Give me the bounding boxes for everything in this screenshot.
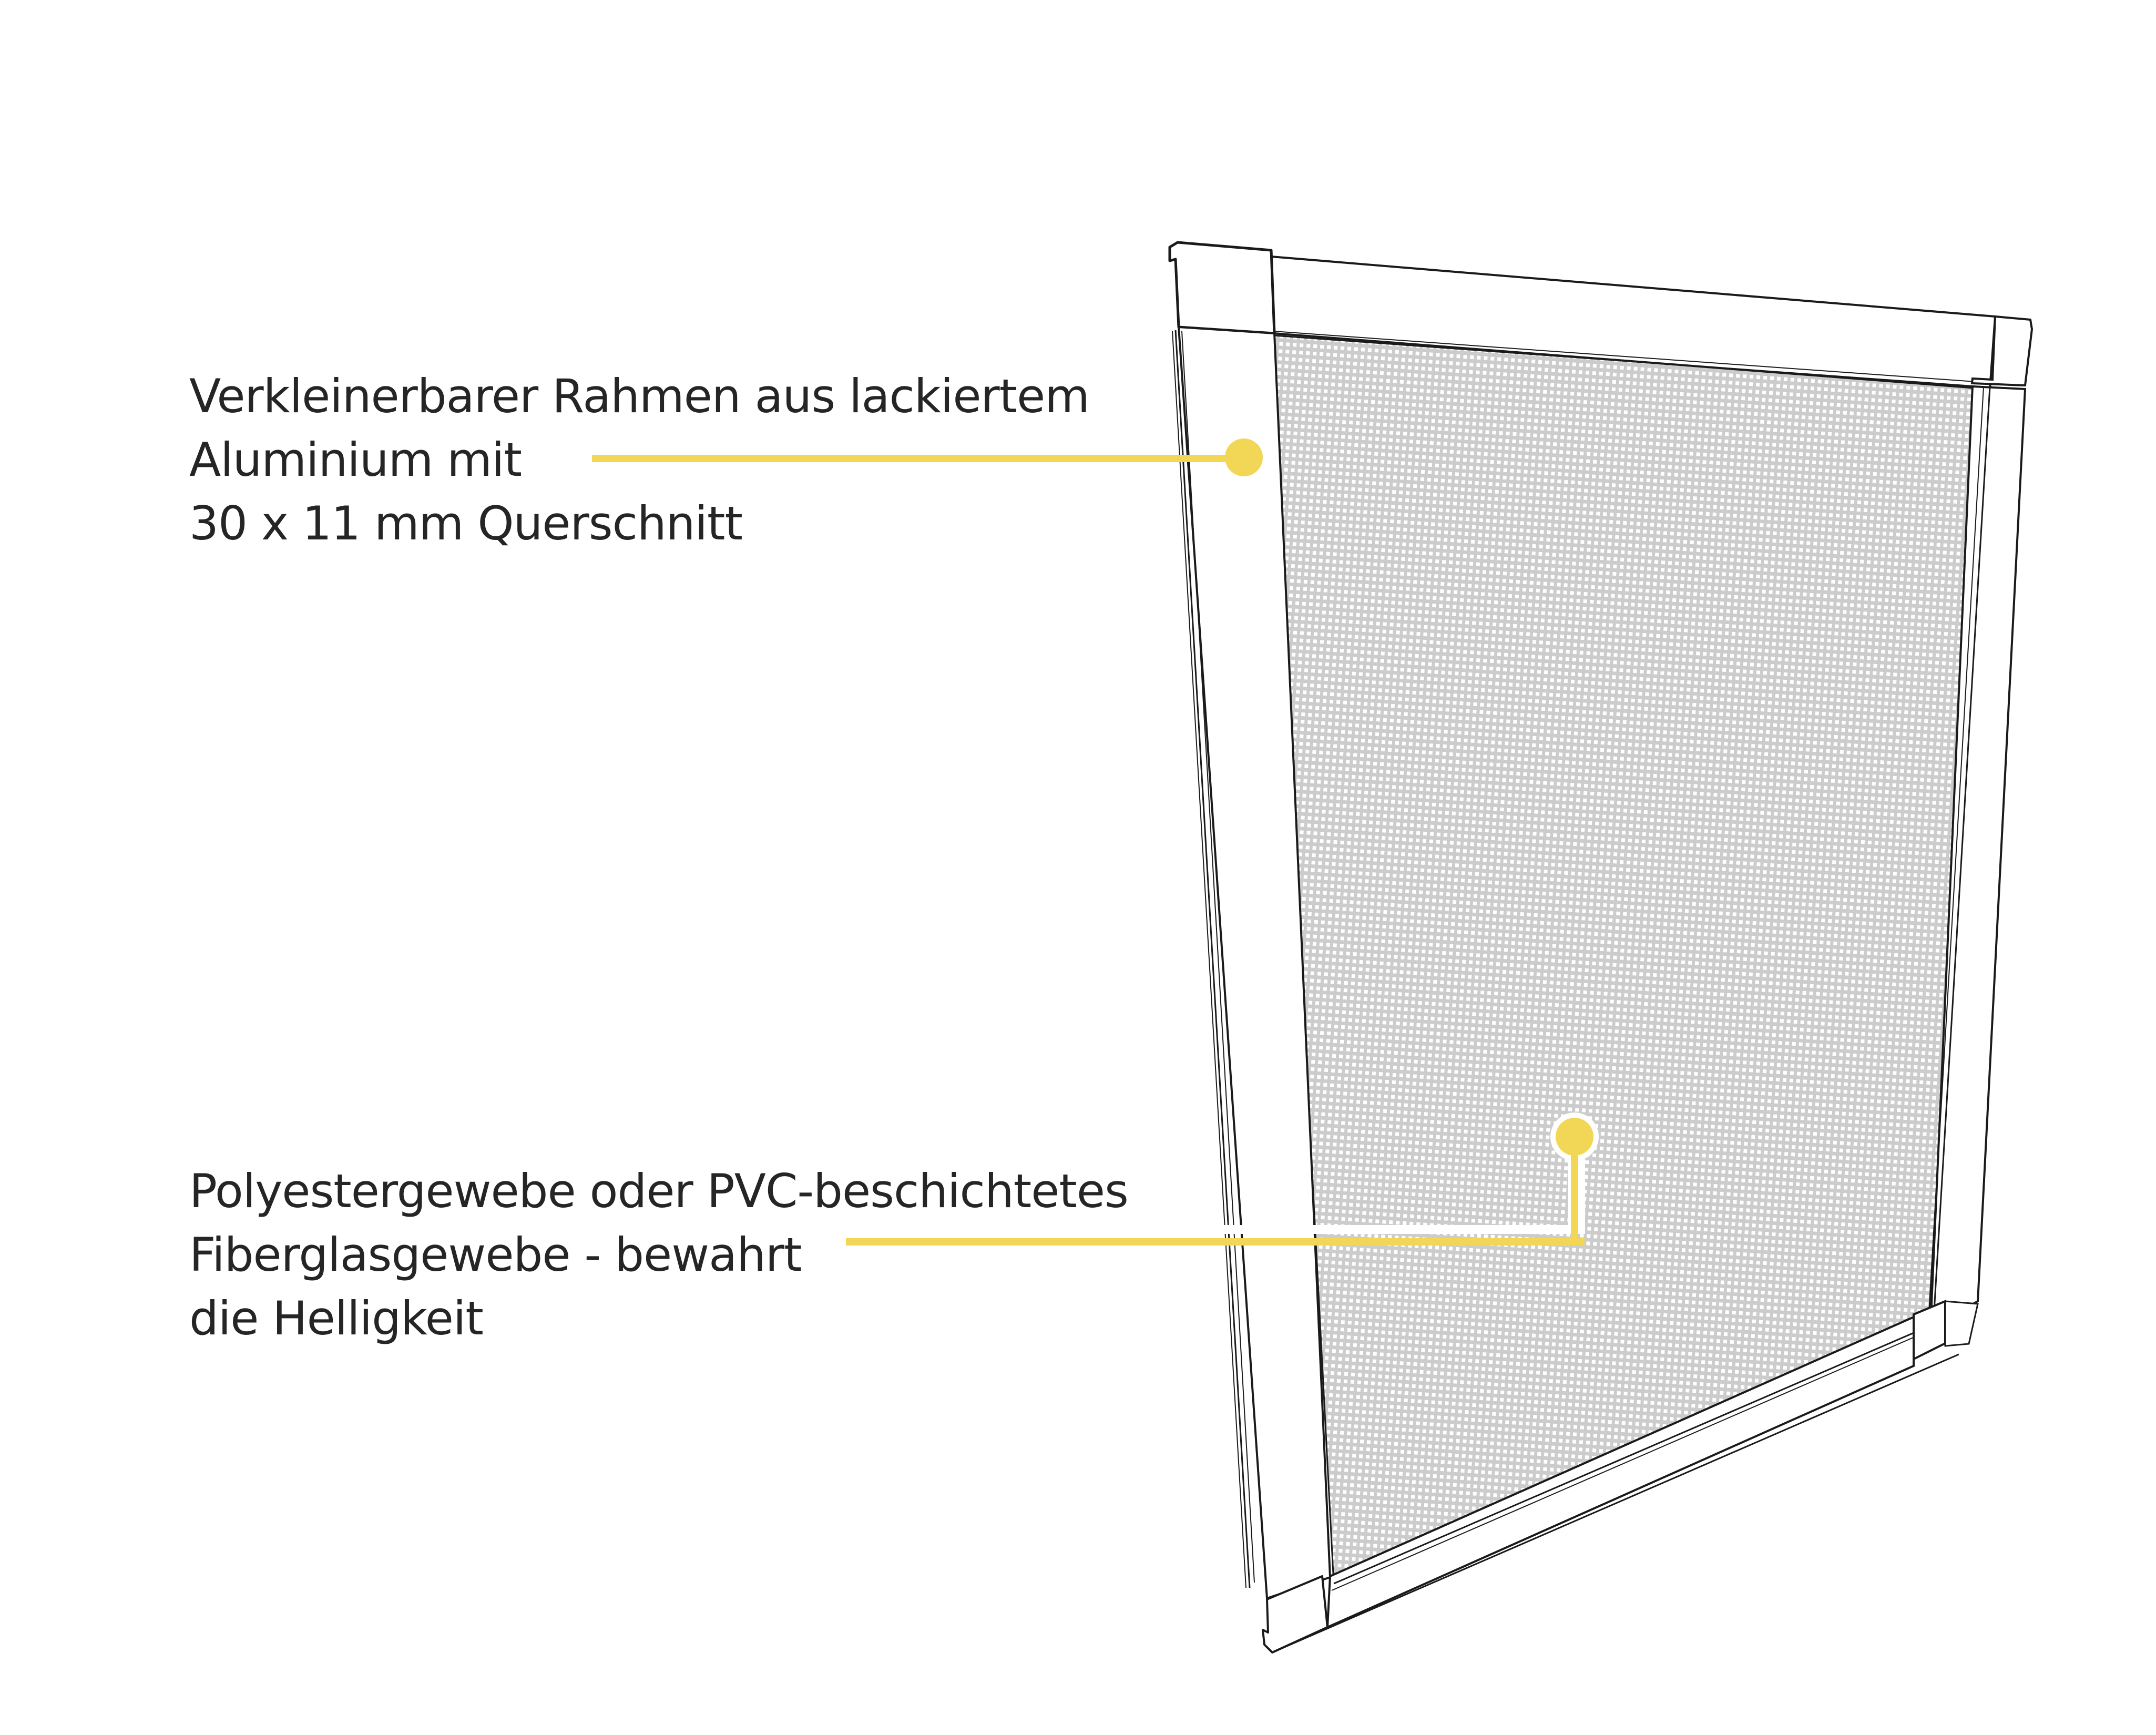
callout-frame bbox=[592, 438, 1263, 476]
callout-mesh-line-h bbox=[846, 1238, 1585, 1246]
callout-mesh-dot bbox=[1556, 1118, 1593, 1156]
callout-mesh-line-1: Polyestergewebe oder PVC-beschichtetes bbox=[189, 1164, 1129, 1218]
insect-mesh bbox=[1267, 332, 1985, 1585]
frame-corner-bottom-left bbox=[1262, 1575, 1329, 1654]
callout-frame-line-3: 30 x 11 mm Querschnitt bbox=[189, 496, 743, 550]
callout-mesh-text: Polyestergewebe oder PVC-beschichtetes F… bbox=[189, 1159, 1129, 1350]
frame-corner-top-left bbox=[1168, 241, 1276, 335]
callout-frame-line bbox=[592, 455, 1233, 462]
callout-mesh-line-v bbox=[1571, 1144, 1578, 1246]
callout-frame-dot bbox=[1225, 438, 1263, 476]
callout-mesh-line-2: Fiberglasgewebe - bewahrt bbox=[189, 1228, 802, 1282]
frame-corner-top-right bbox=[1970, 315, 2034, 387]
callout-frame-text: Verkleinerbarer Rahmen aus lackiertem Al… bbox=[189, 364, 1090, 555]
frame-bottom-rail bbox=[1326, 1315, 1915, 1629]
callout-frame-line-1: Verkleinerbarer Rahmen aus lackiertem bbox=[189, 369, 1090, 423]
callout-mesh bbox=[846, 1113, 1599, 1246]
callout-mesh-line-3: die Helligkeit bbox=[189, 1291, 484, 1345]
callout-frame-line-2: Aluminium mit bbox=[189, 433, 522, 487]
frame-stile-right bbox=[1929, 385, 2027, 1330]
